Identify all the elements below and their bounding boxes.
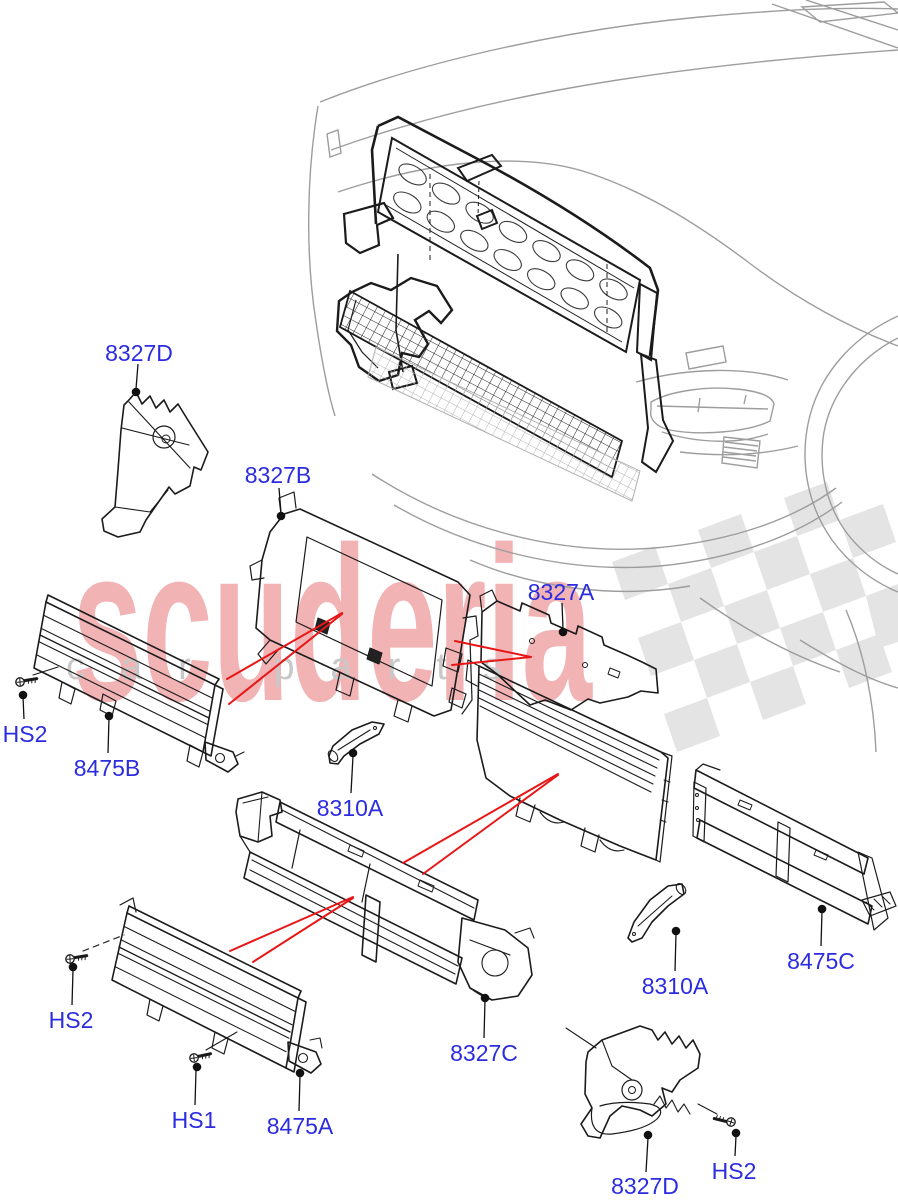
part-label-8475a[interactable]: 8475A bbox=[266, 1113, 334, 1139]
part-drawing-8327d-upper-deflector bbox=[101, 391, 209, 538]
grille-hex-mesh bbox=[393, 163, 628, 329]
vehicle-outline bbox=[307, 0, 898, 753]
part-label-hs2-left[interactable]: HS2 bbox=[2, 721, 48, 747]
part-drawing-8310a-bracket-mid bbox=[327, 721, 385, 765]
grille-assembly-drawing bbox=[335, 115, 675, 502]
red-pointer-lines bbox=[226, 612, 559, 963]
brand-watermark: scuderia car parts bbox=[66, 501, 593, 747]
part-label-8310a-mid[interactable]: 8310A bbox=[316, 795, 384, 821]
part-drawing-8327a-radiator-baffle bbox=[465, 589, 673, 863]
part-label-hs2-bottom-right[interactable]: HS2 bbox=[711, 1158, 757, 1184]
part-drawing-8327b-upper-duct bbox=[249, 491, 479, 723]
part-label-8310a-right[interactable]: 8310A bbox=[641, 973, 709, 999]
skid-plate-mesh bbox=[367, 346, 641, 502]
part-label-8327d-bottom[interactable]: 8327D bbox=[611, 1173, 679, 1199]
part-drawing-8310a-bracket-right bbox=[627, 883, 687, 943]
part-drawing-8475b-upper-louvre bbox=[33, 594, 245, 773]
part-drawing-8475c-lower-frame bbox=[692, 763, 897, 931]
part-label-8475b[interactable]: 8475B bbox=[73, 755, 141, 781]
part-label-8327d-top[interactable]: 8327D bbox=[105, 340, 173, 366]
fastener-screws bbox=[12, 666, 738, 1131]
part-label-hs1[interactable]: HS1 bbox=[171, 1107, 217, 1133]
watermark-subtitle-text: car parts bbox=[66, 646, 538, 688]
part-drawing-8475a-lower-louvre bbox=[111, 897, 323, 1074]
part-label-8327b[interactable]: 8327B bbox=[244, 462, 312, 488]
part-label-8475c[interactable]: 8475C bbox=[787, 948, 855, 974]
watermark-brand-text: scuderia bbox=[72, 501, 593, 747]
checkered-flag-watermark bbox=[612, 482, 898, 752]
part-label-8327c[interactable]: 8327C bbox=[450, 1040, 518, 1066]
part-label-hs2-bottom-left[interactable]: HS2 bbox=[48, 1007, 94, 1033]
part-drawing-8327d-lower-deflector bbox=[565, 1025, 701, 1139]
part-label-8327a[interactable]: 8327A bbox=[527, 579, 595, 605]
leader-lines bbox=[18, 363, 827, 1173]
part-drawing-8327c-crossmember bbox=[235, 791, 535, 1001]
